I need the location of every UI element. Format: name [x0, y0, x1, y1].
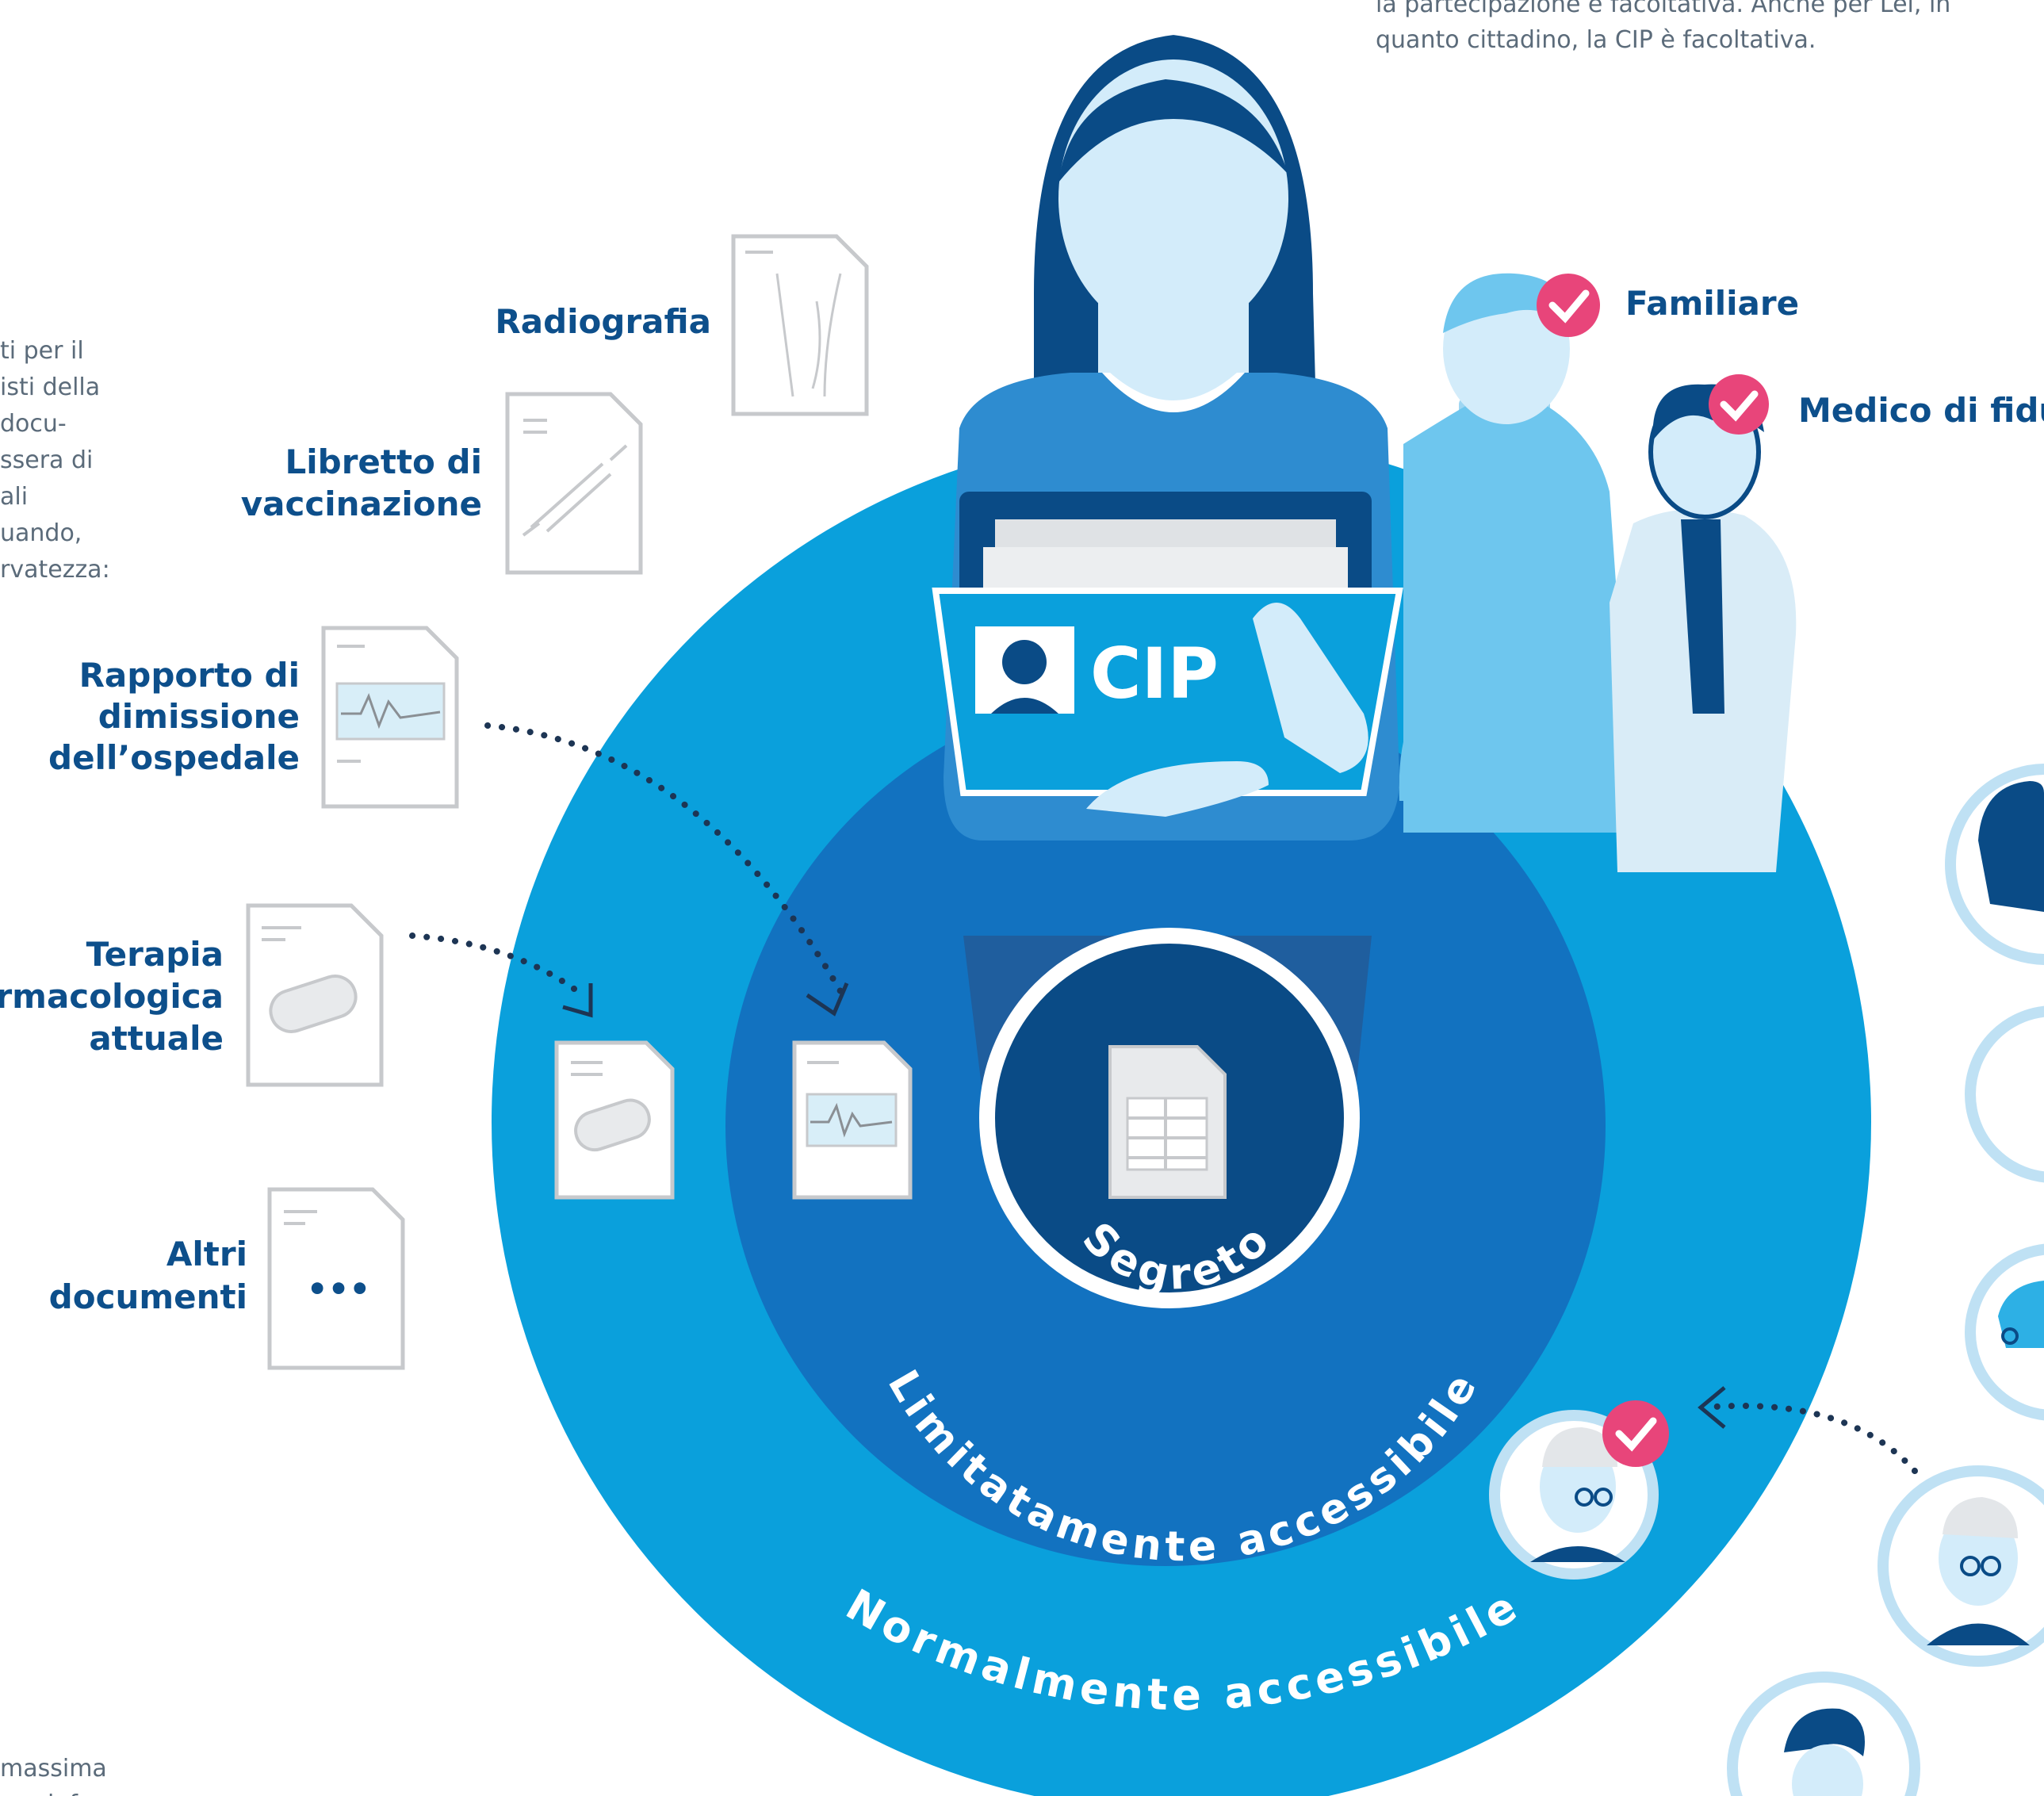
discharge-report-document [321, 626, 459, 809]
rapporto-label-line-1: Rapporto di [79, 656, 300, 695]
libretto-label-line-2: vaccinazione [241, 484, 482, 523]
check-badge [1709, 374, 1769, 435]
ellipsis-icon: ••• [307, 1269, 371, 1308]
altri-label-line-2: documenti [49, 1277, 247, 1316]
left-text-line: ali [0, 483, 28, 511]
radiografia-label: Radiografia [495, 302, 711, 341]
familiare-label: Familiare [1625, 284, 1799, 323]
terapia-label-line-1: Terapia [86, 935, 224, 974]
intro-text-line-1: la partecipazione è facoltativa. Anche p… [1376, 0, 1950, 18]
terapia-label-line-3: attuale [89, 1019, 224, 1058]
rapporto-label-line-2: dimissione [98, 697, 300, 736]
left-text-line: docu- [0, 410, 67, 438]
left-text-line: rvatezza: [0, 556, 110, 584]
left-text-line: ssera di [0, 446, 93, 474]
doctor-figure [1610, 384, 1797, 872]
cip-folder-label: CIP [1090, 633, 1219, 714]
pill-document-in-ring [554, 1040, 675, 1200]
rapporto-label-line-3: dell’ospedale [48, 738, 300, 777]
other-documents-document: ••• [267, 1187, 405, 1370]
check-badge [1537, 274, 1600, 337]
radiografia-document [731, 234, 869, 416]
vaccination-booklet-document [505, 392, 643, 575]
arrow-rapporto-to-ring [484, 722, 849, 1017]
arrow-terapia-to-ring [409, 932, 593, 1018]
medication-therapy-document [246, 903, 384, 1087]
professional-avatar [1965, 1005, 2044, 1183]
terapia-label-line-2: farmacologica [0, 977, 224, 1016]
check-badge [1602, 1400, 1669, 1467]
cip-folder: CIP [932, 492, 1403, 817]
professional-avatar [1965, 1243, 2044, 1421]
professional-avatar [1945, 764, 2044, 965]
professional-avatar [1727, 1672, 1920, 1796]
ecg-document-in-ring [792, 1040, 913, 1200]
bottom-left-text-line: massima [0, 1755, 107, 1783]
bottom-left-text-line: infor [48, 1790, 102, 1796]
intro-text-line-2: quanto cittadino, la CIP è facoltativa. [1376, 26, 1816, 54]
secret-document-icon [1108, 1045, 1227, 1199]
professional-avatar [1877, 1465, 2044, 1667]
medico-label: Medico di fiducia [1798, 391, 2044, 430]
libretto-label-line-1: Libretto di [285, 442, 482, 481]
left-text-line: ti per il [0, 337, 84, 365]
arrow-doctor-to-ring [1698, 1386, 1918, 1474]
left-paragraph: ti per il isti della docu- ssera di ali … [0, 337, 110, 584]
altri-label-line-1: Altri [167, 1235, 247, 1273]
left-text-line: uando, [0, 519, 82, 547]
left-text-line: isti della [0, 373, 100, 401]
family-member-figure [1399, 273, 1633, 833]
